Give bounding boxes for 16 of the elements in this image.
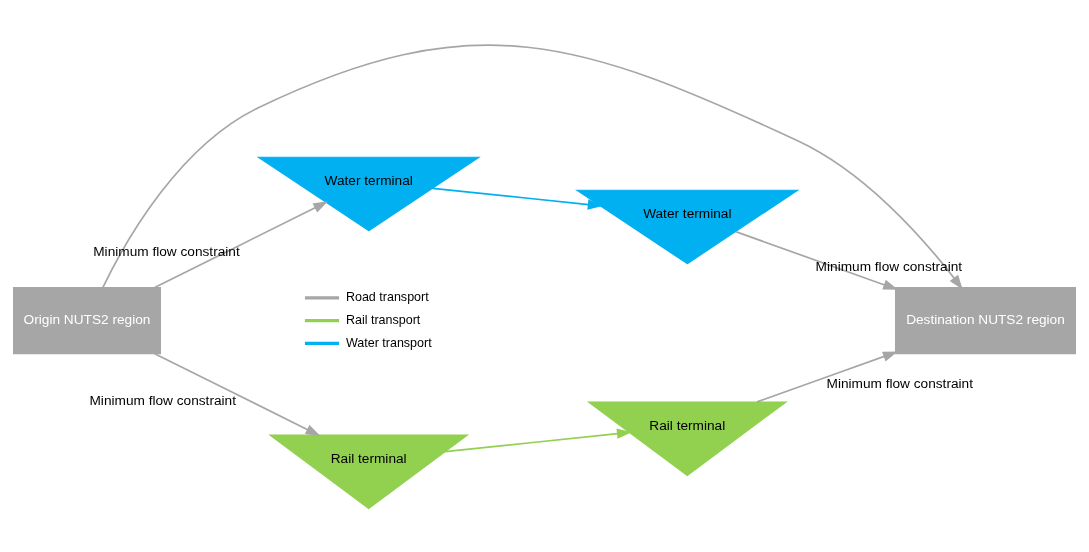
edge-label: Minimum flow constraint	[89, 392, 236, 408]
edge-label: Minimum flow constraint	[815, 258, 963, 274]
arrow	[756, 351, 898, 403]
arrow	[153, 200, 329, 288]
edge-label: Minimum flow constraint	[93, 243, 240, 259]
arrow	[431, 186, 603, 210]
node-box: Destination NUTS2 region	[894, 286, 1076, 354]
arrow	[444, 428, 632, 452]
legend-label: Rail transport	[345, 312, 421, 327]
edge-label: Minimum flow constraint	[826, 375, 973, 391]
arrow	[153, 352, 321, 436]
legend-label: Road transport	[345, 289, 429, 304]
legend-label: Water transport	[345, 335, 432, 350]
node-box: Origin NUTS2 region	[13, 286, 161, 354]
arrow	[102, 43, 963, 290]
arrow	[734, 230, 898, 290]
